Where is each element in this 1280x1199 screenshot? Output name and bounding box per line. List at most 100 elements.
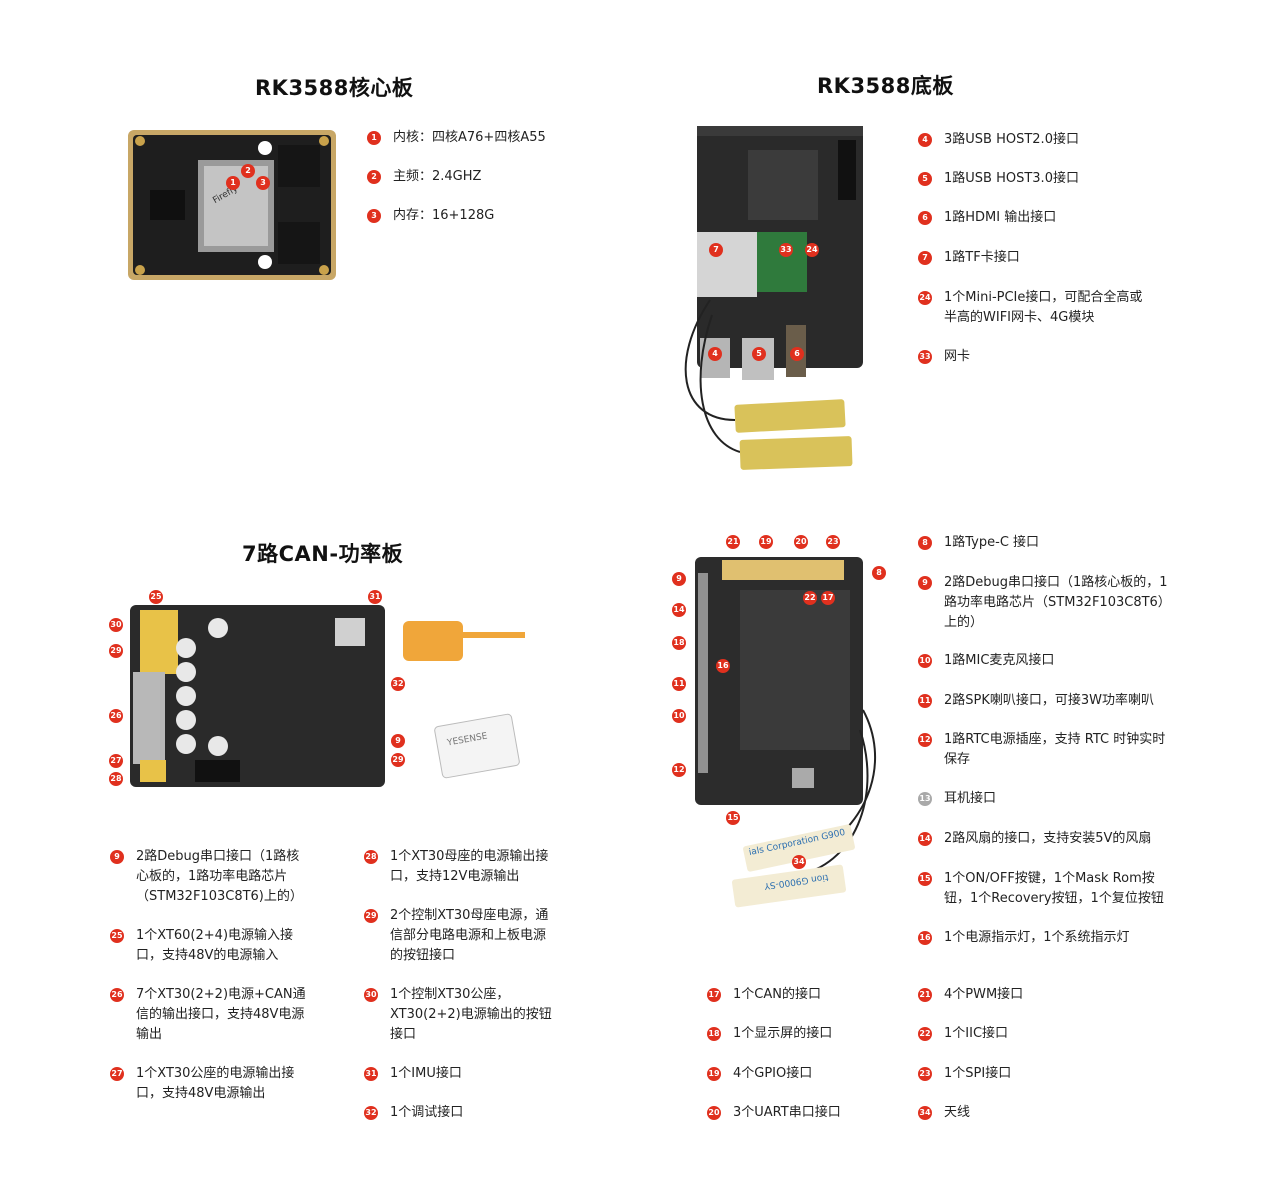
badge-31: 31 bbox=[364, 1067, 378, 1081]
marker-4: 4 bbox=[708, 347, 722, 361]
right-item-13: 13 耳机接口 bbox=[918, 789, 1178, 809]
can-item-26: 26 7个XT30(2+2)电源+CAN通信的输出接口，支持48V电源输出 bbox=[110, 985, 310, 1045]
right-item-8-text: 1路Type-C 接口 bbox=[944, 535, 1040, 550]
right-item-14: 14 2路风扇的接口，支持安装5V的风扇 bbox=[918, 829, 1178, 849]
can-item-30: 30 1个控制XT30公座，XT30(2+2)电源输出的按钮接口 bbox=[364, 985, 554, 1045]
br-item-22: 22 1个IIC接口 bbox=[918, 1024, 1118, 1044]
base-item-33: 33 网卡 bbox=[918, 347, 1158, 367]
badge-33: 33 bbox=[918, 350, 932, 364]
badge-2: 2 bbox=[367, 170, 381, 184]
marker-14: 14 bbox=[672, 603, 686, 617]
badge-28: 28 bbox=[364, 850, 378, 864]
badge-32: 32 bbox=[364, 1106, 378, 1120]
badge-1: 1 bbox=[367, 131, 381, 145]
base-item-7: 7 1路TF卡接口 bbox=[918, 248, 1158, 268]
badge-6: 6 bbox=[918, 211, 932, 225]
can-item-27: 27 1个XT30公座的电源输出接口，支持48V电源输出 bbox=[110, 1064, 310, 1104]
marker-9a: 9 bbox=[391, 734, 405, 748]
badge-5: 5 bbox=[918, 172, 932, 186]
mid-item-19: 19 4个GPIO接口 bbox=[707, 1064, 897, 1084]
can-item-31-text: 1个IMU接口 bbox=[390, 1066, 462, 1081]
right-item-16-text: 1个电源指示灯，1个系统指示灯 bbox=[944, 930, 1130, 945]
badge-12: 12 bbox=[918, 733, 932, 747]
mid-item-17: 17 1个CAN的接口 bbox=[707, 985, 897, 1005]
marker-29a: 29 bbox=[109, 644, 123, 658]
badge-10: 10 bbox=[918, 654, 932, 668]
marker-26: 26 bbox=[109, 709, 123, 723]
base-item-6: 6 1路HDMI 输出接口 bbox=[918, 208, 1158, 228]
carrier-board-image bbox=[695, 557, 877, 908]
marker-20: 20 bbox=[794, 535, 808, 549]
mid-item-18-text: 1个显示屏的接口 bbox=[733, 1026, 833, 1041]
can-item-26-text: 7个XT30(2+2)电源+CAN通信的输出接口，支持48V电源输出 bbox=[136, 987, 306, 1042]
marker-30: 30 bbox=[109, 618, 123, 632]
marker-28: 28 bbox=[109, 772, 123, 786]
right-item-10-text: 1路MIC麦克风接口 bbox=[944, 653, 1055, 668]
core-item-1: 1 内核：四核A76+四核A55 bbox=[367, 128, 597, 148]
can-item-29: 29 2个控制XT30母座电源，通信部分电路电源和上板电源的按钮接口 bbox=[364, 906, 554, 966]
can-item-29-text: 2个控制XT30母座电源，通信部分电路电源和上板电源的按钮接口 bbox=[390, 908, 549, 963]
marker-8: 8 bbox=[872, 566, 886, 580]
mid-item-19-text: 4个GPIO接口 bbox=[733, 1066, 813, 1081]
right-item-9-text: 2路Debug串口接口（1路核心板的，1路功率电路芯片（STM32F103C8T… bbox=[944, 575, 1171, 630]
can-item-30-text: 1个控制XT30公座，XT30(2+2)电源输出的按钮接口 bbox=[390, 987, 552, 1042]
badge-13: 13 bbox=[918, 792, 932, 806]
can-item-28: 28 1个XT30母座的电源输出接口，支持12V电源输出 bbox=[364, 847, 554, 887]
marker-6: 6 bbox=[790, 347, 804, 361]
badge-22: 22 bbox=[918, 1027, 932, 1041]
marker-24: 24 bbox=[805, 243, 819, 257]
core-board-image bbox=[128, 130, 336, 280]
core-item-2: 2 主频：2.4GHZ bbox=[367, 167, 597, 187]
marker-31: 31 bbox=[368, 590, 382, 604]
right-item-9: 9 2路Debug串口接口（1路核心板的，1路功率电路芯片（STM32F103C… bbox=[918, 573, 1176, 633]
mid-item-20-text: 3个UART串口接口 bbox=[733, 1105, 841, 1120]
can-item-32-text: 1个调试接口 bbox=[390, 1105, 464, 1120]
br-item-21: 21 4个PWM接口 bbox=[918, 985, 1118, 1005]
badge-26: 26 bbox=[110, 988, 124, 1002]
can-item-31: 31 1个IMU接口 bbox=[364, 1064, 554, 1084]
br-item-22-text: 1个IIC接口 bbox=[944, 1026, 1009, 1041]
marker-16: 16 bbox=[716, 659, 730, 673]
marker-33: 33 bbox=[779, 243, 793, 257]
base-item-6-text: 1路HDMI 输出接口 bbox=[944, 210, 1057, 225]
can-item-9-text: 2路Debug串口接口（1路核心板的，1路功率电路芯片（STM32F103C8T… bbox=[136, 849, 303, 904]
marker-7: 7 bbox=[709, 243, 723, 257]
badge-19: 19 bbox=[707, 1067, 721, 1081]
badge-17: 17 bbox=[707, 988, 721, 1002]
badge-29: 29 bbox=[364, 909, 378, 923]
marker-2: 2 bbox=[241, 164, 255, 178]
right-item-13-text: 耳机接口 bbox=[944, 791, 997, 806]
marker-19: 19 bbox=[759, 535, 773, 549]
badge-8: 8 bbox=[918, 536, 932, 550]
right-item-11: 11 2路SPK喇叭接口，可接3W功率喇叭 bbox=[918, 691, 1178, 711]
badge-24: 24 bbox=[918, 291, 932, 305]
marker-23: 23 bbox=[826, 535, 840, 549]
badge-4: 4 bbox=[918, 133, 932, 147]
badge-9-can: 9 bbox=[110, 850, 124, 864]
br-item-34: 34 天线 bbox=[918, 1103, 1118, 1123]
marker-18: 18 bbox=[672, 636, 686, 650]
can-power-board-title: 7路CAN-功率板 bbox=[242, 542, 404, 566]
br-item-21-text: 4个PWM接口 bbox=[944, 987, 1024, 1002]
can-item-28-text: 1个XT30母座的电源输出接口，支持12V电源输出 bbox=[390, 849, 549, 884]
core-board-title: RK3588核心板 bbox=[255, 76, 414, 100]
marker-27: 27 bbox=[109, 754, 123, 768]
badge-21: 21 bbox=[918, 988, 932, 1002]
badge-7: 7 bbox=[918, 251, 932, 265]
badge-14: 14 bbox=[918, 832, 932, 846]
badge-30: 30 bbox=[364, 988, 378, 1002]
br-item-23-text: 1个SPI接口 bbox=[944, 1066, 1012, 1081]
can-item-9: 9 2路Debug串口接口（1路核心板的，1路功率电路芯片（STM32F103C… bbox=[110, 847, 310, 907]
br-item-23: 23 1个SPI接口 bbox=[918, 1064, 1118, 1084]
marker-11: 11 bbox=[672, 677, 686, 691]
badge-18: 18 bbox=[707, 1027, 721, 1041]
badge-27: 27 bbox=[110, 1067, 124, 1081]
marker-12: 12 bbox=[672, 763, 686, 777]
right-item-15: 15 1个ON/OFF按键，1个Mask Rom按钮，1个Recovery按钮，… bbox=[918, 869, 1176, 909]
marker-34: 34 bbox=[792, 855, 806, 869]
base-item-33-text: 网卡 bbox=[944, 349, 971, 364]
can-item-25: 25 1个XT60(2+4)电源输入接口，支持48V的电源输入 bbox=[110, 926, 310, 966]
marker-15: 15 bbox=[726, 811, 740, 825]
core-item-1-text: 内核：四核A76+四核A55 bbox=[393, 130, 546, 145]
badge-16: 16 bbox=[918, 931, 932, 945]
